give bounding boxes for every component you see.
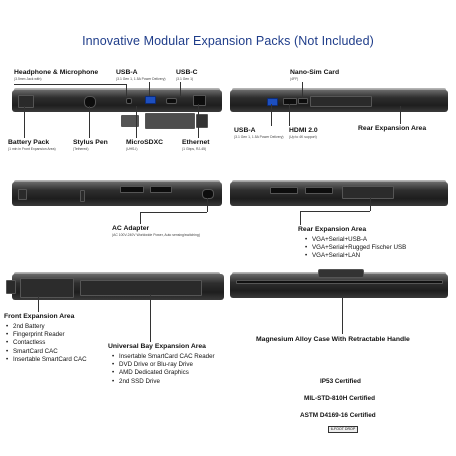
universal-bay-list: Insertable SmartCard CAC Reader DVD Driv… — [112, 353, 215, 386]
list-item: SmartCard CAC — [6, 348, 87, 356]
rear-expansion-area-label: Rear Expansion Area — [298, 226, 367, 233]
rear-expansion-module — [310, 96, 372, 107]
list-item: Fingerprint Reader — [6, 331, 87, 339]
nano-sim-sub: (4FF) — [290, 77, 299, 81]
usb-c-sub: (3.1 Gen 1) — [176, 77, 194, 81]
list-item: AMD Dedicated Graphics — [112, 369, 215, 377]
headphone-microphone-sub: (3.5mm Jack with) — [14, 77, 42, 81]
universal-bay-label: Universal Bay Expansion Area — [108, 343, 206, 350]
ac-adapter-sub: (AC 100V-240V Worldwide Power, Auto sens… — [112, 233, 200, 237]
front-expansion-module — [20, 278, 74, 298]
list-item: DVD Drive or Blu-ray Drive — [112, 361, 215, 369]
usb-a-port — [145, 96, 156, 104]
retractable-handle — [318, 269, 364, 278]
ac-adapter-label: AC Adapter — [112, 225, 150, 232]
usb-c-label: USB-C — [176, 69, 198, 76]
stylus-pen-holder — [84, 96, 96, 108]
front-expansion-list: 2nd Battery Fingerprint Reader Contactle… — [6, 323, 87, 364]
list-item: VGA+Serial+LAN — [305, 252, 406, 260]
microsdxc-sub: (UHS-I) — [126, 147, 138, 151]
headphone-microphone-label: Headphone & Microphone — [14, 69, 99, 76]
ethernet-port — [193, 95, 206, 106]
stylus-pen-sub: (Tethered) — [73, 147, 89, 151]
drop-badge: 6-FOOT DROP — [328, 426, 358, 433]
list-item: Contactless — [6, 339, 87, 347]
usb-a-label-right: USB-A — [234, 127, 256, 134]
nano-sim-slot — [298, 98, 308, 104]
list-item: VGA+Serial+Rugged Fischer USB — [305, 244, 406, 252]
usb-c-port — [166, 98, 177, 104]
cert-astm: ASTM D4169-16 Certified — [300, 412, 376, 419]
usb-a-label-left: USB-A — [116, 69, 138, 76]
ethernet-label: Ethernet — [182, 139, 210, 146]
usb-a-sub-left: (3.1 Gen 1, 1.5A Power Delivery) — [116, 77, 166, 81]
page-title: Innovative Modular Expansion Packs (Not … — [82, 34, 374, 48]
hdmi-port — [283, 98, 297, 105]
headphone-jack — [126, 98, 132, 104]
hdmi-sub: (Up to 4K support) — [289, 135, 317, 139]
list-item: 2nd Battery — [6, 323, 87, 331]
usb-a-port-right — [267, 98, 278, 106]
list-item: Insertable SmartCard CAC Reader — [112, 353, 215, 361]
rear-expansion-list: VGA+Serial+USB-A VGA+Serial+Rugged Fisch… — [305, 236, 406, 261]
battery-pack-label: Battery Pack — [8, 139, 50, 146]
universal-bay-module — [80, 280, 202, 296]
magnesium-case-label: Magnesium Alloy Case With Retractable Ha… — [256, 336, 410, 343]
battery-pack-sub: (1 min in Front Expansion Area) — [8, 147, 56, 151]
microsdxc-label: MicroSDXC — [126, 139, 164, 146]
ac-adapter-port — [202, 189, 214, 199]
ethernet-sub: (1 Gbps, RJ-45) — [182, 147, 207, 151]
rear-expansion-label-top: Rear Expansion Area — [358, 125, 427, 132]
cert-mil-std: MIL-STD-810H Certified — [304, 395, 376, 402]
cert-ip53: IP53 Certified — [320, 378, 361, 385]
battery-pack-slot — [18, 95, 34, 108]
hdmi-label: HDMI 2.0 — [289, 127, 318, 134]
front-expansion-label: Front Expansion Area — [4, 313, 75, 320]
stylus-pen-label: Stylus Pen — [73, 139, 108, 146]
nano-sim-label: Nano-Sim Card — [290, 69, 340, 76]
list-item: 2nd SSD Drive — [112, 378, 215, 386]
ethernet-module-image — [145, 113, 195, 129]
list-item: VGA+Serial+USB-A — [305, 236, 406, 244]
list-item: Insertable SmartCard CAC — [6, 356, 87, 364]
rj45-connector-image — [196, 114, 208, 128]
microsd-card-image — [121, 115, 139, 127]
usb-a-sub-right: (3.1 Gen 1, 1.5A Power Delivery) — [234, 135, 284, 139]
